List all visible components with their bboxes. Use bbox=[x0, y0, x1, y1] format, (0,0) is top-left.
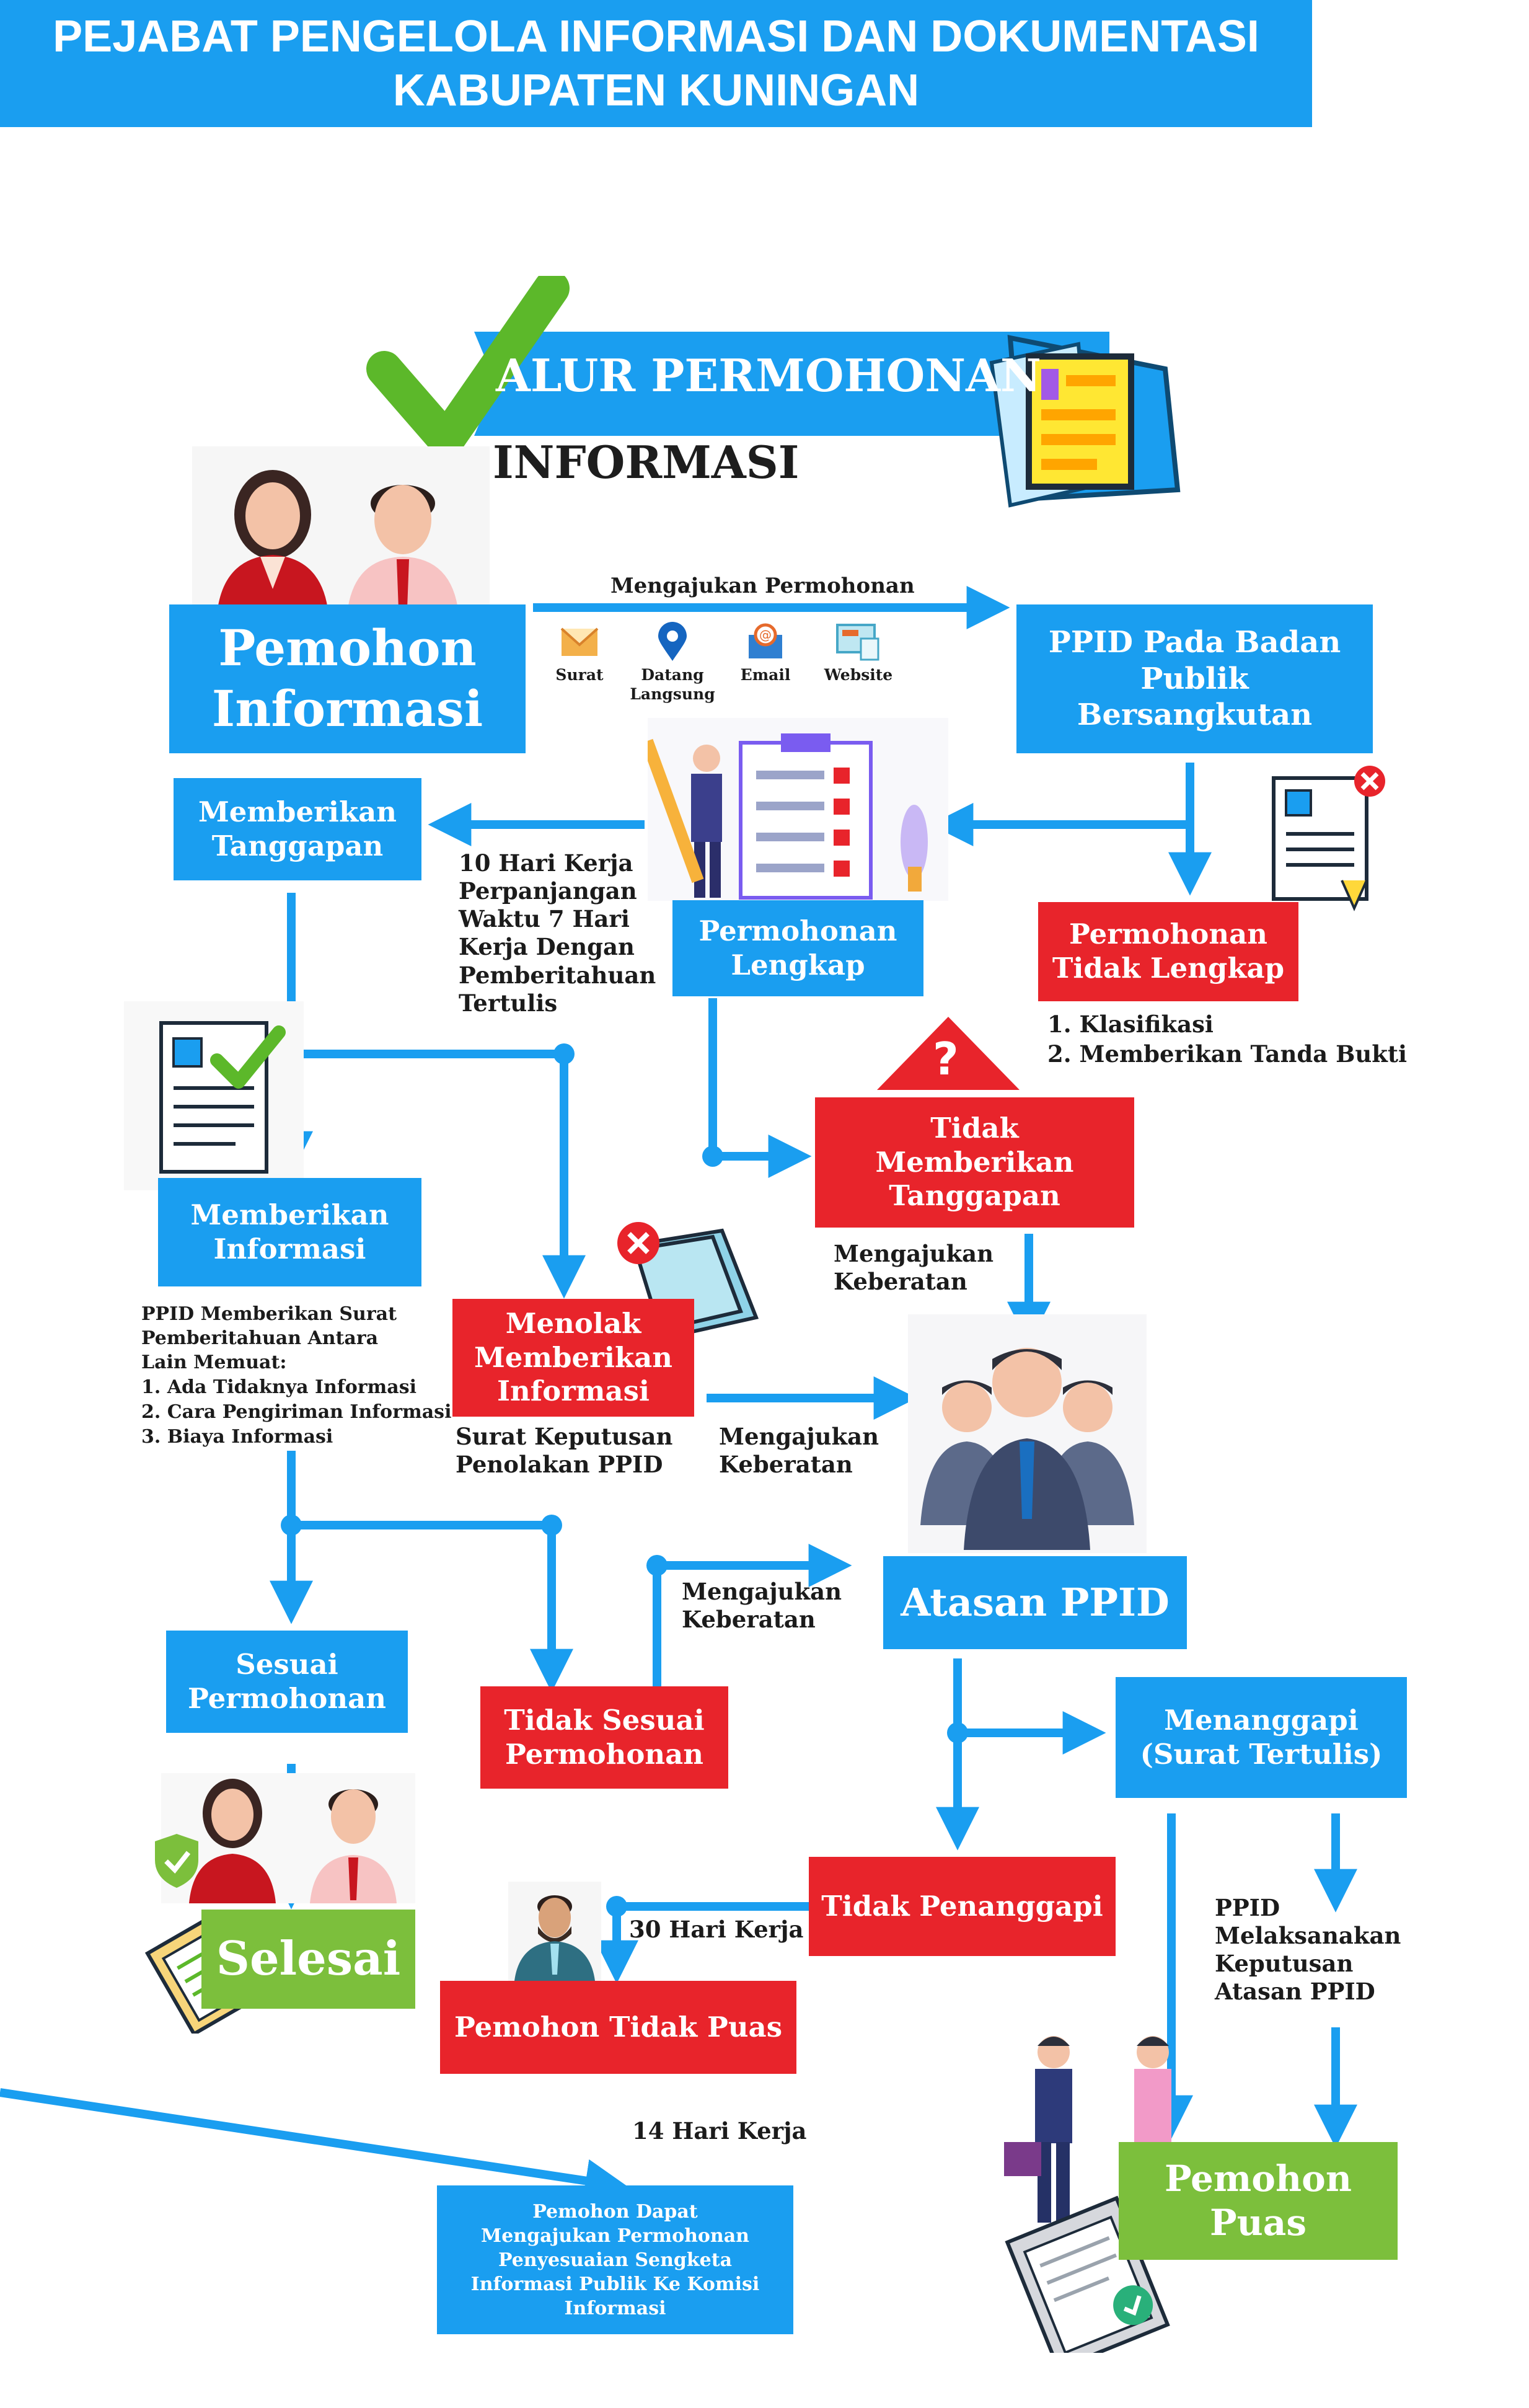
man-avatar-icon bbox=[514, 1895, 595, 1981]
label-ppid-surat-item: 3. Biaya Informasi bbox=[141, 1426, 333, 1448]
junction-dot bbox=[553, 1043, 575, 1065]
label-keberatan-3: Mengajukan Keberatan bbox=[682, 1578, 842, 1634]
junction-dot bbox=[947, 1722, 968, 1743]
female-avatar-icon bbox=[189, 1779, 276, 1903]
box-menanggapi[interactable]: Menanggapi (Surat Tertulis) bbox=[1116, 1677, 1407, 1798]
title-line-1: ALUR PERMOHONAN bbox=[496, 349, 1041, 402]
channel-label: Datang Langsung bbox=[630, 666, 715, 703]
label-hari-kerja-10: 10 Hari Kerja Perpanjangan Waktu 7 Hari … bbox=[459, 849, 656, 1017]
label-hari-kerja-14: 14 Hari Kerja bbox=[632, 2117, 807, 2145]
junction-dot bbox=[541, 1515, 562, 1536]
person-with-pencil-icon bbox=[648, 738, 722, 898]
email-icon: @ bbox=[749, 623, 782, 658]
question-warning-icon bbox=[877, 1017, 1020, 1090]
shield-check-icon bbox=[155, 1834, 198, 1888]
label-ppid-surat-intro: PPID Memberikan Surat Pemberitahuan Anta… bbox=[141, 1303, 397, 1373]
box-pemohon-puas[interactable]: Pemohon Puas bbox=[1119, 2142, 1398, 2260]
channel-datang-langsung: Datang Langsung bbox=[626, 620, 719, 704]
arrow-to-tidak-tanggapan bbox=[708, 998, 812, 1178]
label-hari-kerja-30: 30 Hari Kerja bbox=[629, 1916, 804, 1943]
box-pemohon-tidak-puas[interactable]: Pemohon Tidak Puas bbox=[440, 1981, 796, 2074]
channel-list: Surat Datang Langsung @ Email Website bbox=[545, 620, 917, 707]
folder-document-icon bbox=[989, 335, 1181, 508]
box-pemohon-informasi[interactable]: Pemohon Informasi bbox=[169, 604, 526, 753]
applicants-illustration bbox=[192, 446, 490, 614]
label-keberatan-2: Mengajukan Keberatan bbox=[719, 1423, 879, 1479]
channel-surat: Surat bbox=[545, 620, 614, 685]
label-klasifikasi: 1. Klasifikasi bbox=[1047, 1011, 1214, 1038]
supervisors-illustration bbox=[908, 1314, 1147, 1553]
female-avatar-icon bbox=[217, 470, 328, 614]
channel-label: Surat bbox=[555, 666, 604, 684]
question-mark: ? bbox=[933, 1033, 959, 1085]
website-icon bbox=[836, 624, 879, 661]
approved-document-illustration bbox=[124, 1001, 304, 1190]
box-ppid-badan-publik[interactable]: PPID Pada Badan Publik Bersangkutan bbox=[1016, 604, 1373, 753]
label-mengajukan-permohonan: Mengajukan Permohonan bbox=[610, 573, 915, 598]
unsatisfied-applicant-illustration bbox=[508, 1882, 601, 1981]
rejected-document-illustration bbox=[1272, 766, 1385, 911]
title-line-2: INFORMASI bbox=[493, 436, 800, 489]
box-permohonan-lengkap[interactable]: Permohonan Lengkap bbox=[672, 900, 923, 996]
junction-dot bbox=[281, 1515, 302, 1536]
label-tanda-bukti: 2. Memberikan Tanda Bukti bbox=[1047, 1040, 1408, 1068]
box-tidak-memberikan-tanggapan[interactable]: Tidak Memberikan Tanggapan bbox=[815, 1097, 1134, 1228]
envelope-icon bbox=[560, 627, 599, 656]
junction-dot bbox=[606, 1896, 627, 1917]
box-permohonan-tidak-lengkap[interactable]: Permohonan Tidak Lengkap bbox=[1038, 902, 1298, 1001]
label-ppid-surat-item: 2. Cara Pengiriman Informasi bbox=[141, 1401, 452, 1423]
channel-website: Website bbox=[818, 620, 899, 685]
label-surat-keputusan: Surat Keputusan Penolakan PPID bbox=[456, 1423, 673, 1479]
supervisor-avatar-icon bbox=[964, 1348, 1090, 1550]
box-menolak-memberikan-informasi[interactable]: Menolak Memberikan Informasi bbox=[452, 1299, 694, 1417]
header-line-2: KABUPATEN KUNINGAN bbox=[392, 65, 920, 115]
title-graphic bbox=[366, 276, 1181, 508]
header-line-1: PEJABAT PENGELOLA INFORMASI DAN DOKUMENT… bbox=[53, 12, 1259, 62]
box-atasan-ppid[interactable]: Atasan PPID bbox=[883, 1556, 1187, 1649]
box-tidak-sesuai-permohonan[interactable]: Tidak Sesuai Permohonan bbox=[480, 1686, 728, 1789]
box-tidak-penanggapi[interactable]: Tidak Penanggapi bbox=[809, 1857, 1116, 1956]
box-sesuai-permohonan[interactable]: Sesuai Permohonan bbox=[166, 1631, 408, 1733]
svg-text:@: @ bbox=[759, 627, 772, 642]
channel-label: Website bbox=[824, 666, 893, 684]
channel-label: Email bbox=[740, 666, 791, 684]
male-avatar-icon bbox=[310, 1789, 397, 1903]
label-keberatan-1: Mengajukan Keberatan bbox=[834, 1240, 994, 1296]
box-memberikan-tanggapan[interactable]: Memberikan Tanggapan bbox=[174, 778, 421, 880]
header-banner: PEJABAT PENGELOLA INFORMASI DAN DOKUMENT… bbox=[0, 0, 1312, 127]
junction-dot bbox=[702, 1146, 723, 1167]
arrow-to-komisi bbox=[0, 2088, 629, 2203]
businessman-avatar-icon bbox=[1004, 2036, 1072, 2223]
checklist-illustration bbox=[648, 718, 948, 901]
label-ppid-melaksanakan: PPID Melaksanakan Keputusan Atasan PPID bbox=[1215, 1894, 1401, 2006]
junction-dot bbox=[646, 1555, 668, 1576]
label-ppid-surat-item: 1. Ada Tidaknya Informasi bbox=[141, 1376, 416, 1398]
box-memberikan-informasi[interactable]: Memberikan Informasi bbox=[158, 1178, 421, 1286]
channel-email: @ Email bbox=[731, 620, 800, 685]
title-ribbon bbox=[474, 332, 1109, 436]
male-avatar-icon bbox=[347, 485, 459, 614]
checkmark-icon bbox=[366, 276, 570, 458]
location-pin-icon bbox=[658, 622, 687, 661]
box-komisi-informasi[interactable]: Pemohon Dapat Mengajukan Permohonan Peny… bbox=[437, 2185, 793, 2334]
checkmark-icon bbox=[210, 1025, 286, 1089]
box-selesai[interactable]: Selesai bbox=[201, 1910, 415, 2009]
